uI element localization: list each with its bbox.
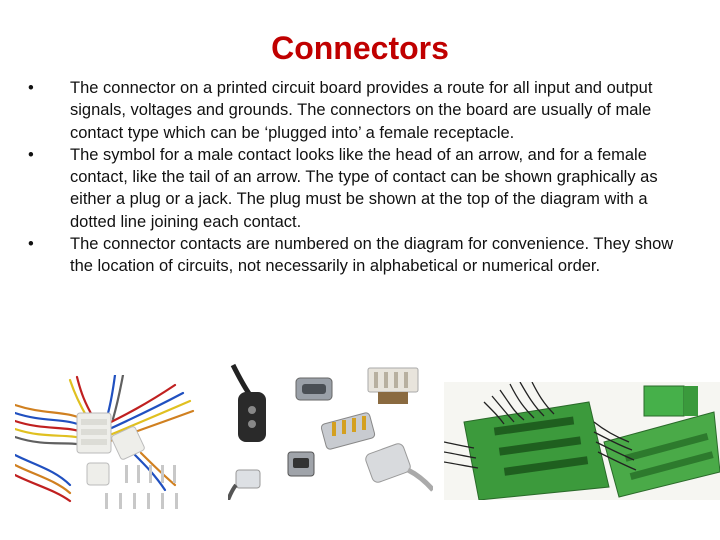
- wire-harness-connectors-photo: [15, 375, 195, 515]
- bullet-list: • The connector on a printed circuit boa…: [28, 77, 690, 278]
- bullet-item: • The connector on a printed circuit boa…: [28, 77, 690, 144]
- slide-title: Connectors: [271, 30, 449, 66]
- bullet-marker: •: [28, 79, 34, 97]
- bullet-text: The symbol for a male contact looks like…: [70, 145, 658, 231]
- bullet-item: • The symbol for a male contact looks li…: [28, 144, 690, 233]
- bullet-text: The connector contacts are numbered on t…: [70, 235, 674, 276]
- bullet-item: • The connector contacts are numbered on…: [28, 233, 690, 278]
- bullet-marker: •: [28, 145, 34, 164]
- assorted-connectors-photo: [228, 360, 433, 500]
- bullet-text: The connector on a printed circuit board…: [70, 79, 653, 142]
- bullet-marker: •: [28, 235, 34, 254]
- photo-strip: [0, 360, 720, 520]
- green-terminal-block-boards-photo: [444, 382, 720, 500]
